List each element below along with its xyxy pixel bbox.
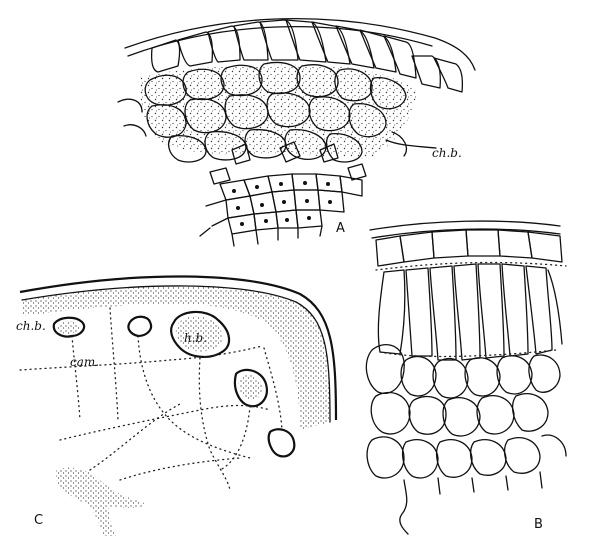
label-cam: cam. xyxy=(70,355,99,369)
spongy-mesophyll-cells xyxy=(366,345,566,534)
upper-epidermis-cells xyxy=(376,230,562,266)
label-h-b: h.b. xyxy=(184,331,207,345)
panel-letter-b: B xyxy=(534,517,543,532)
pith-region xyxy=(56,468,148,536)
panel-letter-a: A xyxy=(336,221,345,236)
label-ch-b-a: ch.b. xyxy=(432,146,462,160)
panel-b: B xyxy=(366,221,566,534)
cortex-stipple xyxy=(22,286,330,430)
panel-a: ch.b. xyxy=(118,19,475,246)
panel-c: ch.b. h.b. cam. C xyxy=(16,276,336,536)
label-ch-b-c: ch.b. xyxy=(16,319,46,333)
palisade-cells xyxy=(378,264,562,360)
panel-letter-c: C xyxy=(34,513,43,528)
